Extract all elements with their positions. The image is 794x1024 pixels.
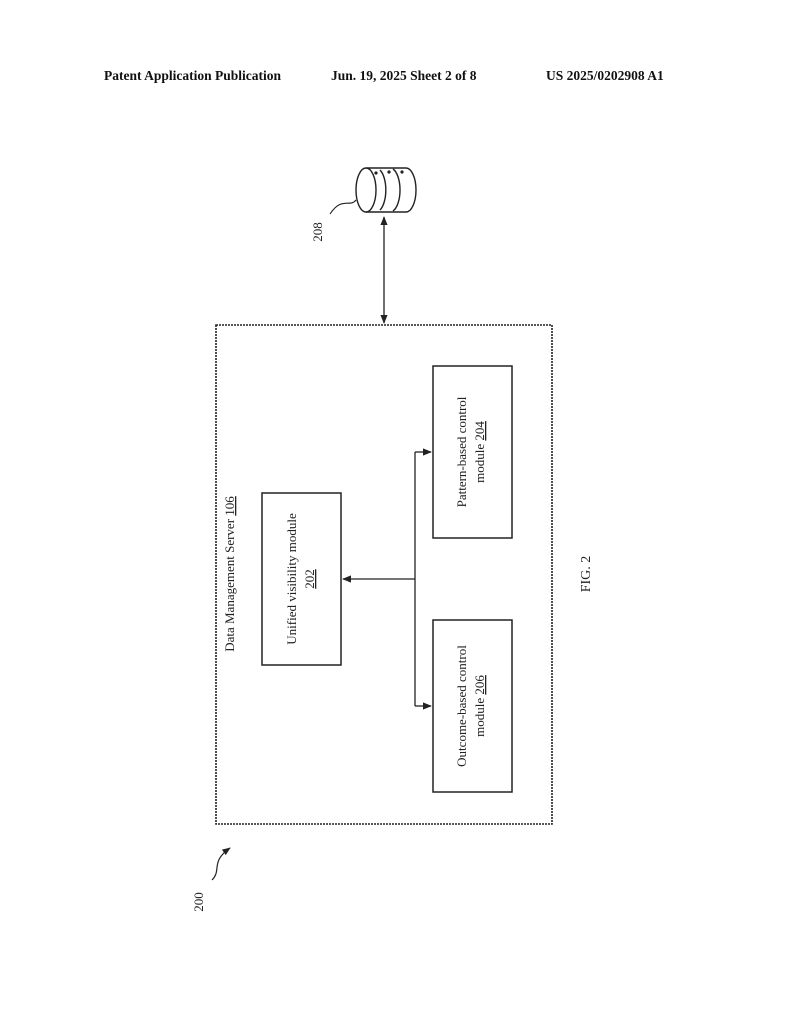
database-ref-leader — [329, 199, 357, 215]
publication-date-sheet: Jun. 19, 2025 Sheet 2 of 8 — [331, 68, 477, 83]
publication-type: Patent Application Publication — [104, 68, 282, 83]
pattern-based-control-module-box — [432, 365, 513, 539]
publication-number: US 2025/0202908 A1 — [546, 68, 664, 83]
system-ref-label: 200 — [191, 892, 206, 912]
unified-visibility-module-number: 202 — [302, 569, 317, 589]
unified-visibility-module-box — [261, 492, 342, 666]
data-management-server-box — [215, 324, 553, 825]
outcome-based-control-module-number: module 206 — [472, 675, 487, 737]
server-title: Data Management Server 106 — [222, 496, 237, 652]
unified-visibility-module-label: Unified visibility module — [284, 513, 299, 645]
outcome-based-control-module-label: Outcome-based control — [454, 645, 469, 767]
pattern-based-control-module-number: module 204 — [472, 421, 487, 483]
system-ref-arrow — [211, 847, 231, 881]
pattern-based-control-module-label: Pattern-based control — [454, 396, 469, 507]
outcome-based-control-module-box — [432, 619, 513, 793]
database-icon — [355, 167, 417, 213]
module-connectors — [342, 448, 432, 710]
page-header: Patent Application Publication Jun. 19, … — [0, 68, 794, 88]
figure-label: FIG. 2 — [579, 556, 594, 593]
database-ref-label: 208 — [310, 222, 325, 242]
